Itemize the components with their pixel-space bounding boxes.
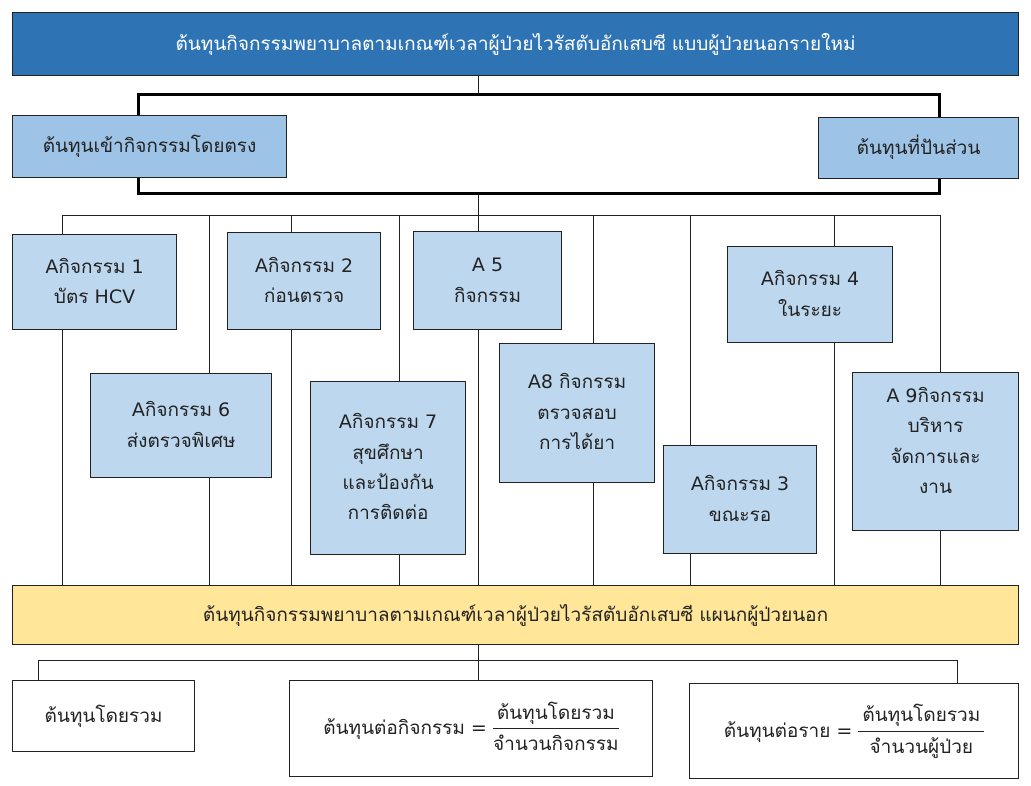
title-box: ต้นทุนกิจกรรมพยาบาลตามเกณฑ์เวลาผู้ป่วยไว… [12,12,1019,76]
denominator: จำนวนผู้ป่วย [869,735,973,758]
direct-cost-box: ต้นทุนเข้ากิจกรรมโดยตรง [12,115,287,178]
fraction: ต้นทุนโดยรวมจำนวนผู้ป่วย [858,700,985,762]
connector [478,195,479,215]
connector [38,660,39,680]
connector [478,660,479,680]
numerator: ต้นทุนโดยรวม [858,700,985,732]
connector [478,76,479,93]
connector [957,660,958,683]
connector [478,645,479,660]
formula-label: ต้นทุนต่อกิจกรรม = [323,717,487,740]
connector [834,215,835,585]
formula-label: ต้นทุนต่อราย = [723,719,853,742]
numerator: ต้นทุนโดยรวม [492,698,619,729]
connector [62,215,941,216]
denominator: จำนวนกิจกรรม [493,733,619,755]
total-cost-box: ต้นทุนโดยรวม [12,680,195,752]
connector [291,215,292,585]
allocated-cost-box: ต้นทุนที่ปันส่วน [818,117,1019,179]
connector [62,215,63,585]
activity-8-box: A8 กิจกรรมตรวจสอบการได้ยา [499,343,655,483]
cost-per-activity-box: ต้นทุนต่อกิจกรรม = ต้นทุนโดยรวมจำนวนกิจก… [289,680,653,777]
connector [38,660,958,661]
cost-per-patient-box: ต้นทุนต่อราย = ต้นทุนโดยรวมจำนวนผู้ป่วย [689,683,1019,779]
activity-9-box: A 9กิจกรรมบริหารจัดการและงาน [852,372,1019,531]
connector [478,215,479,585]
summary-box: ต้นทุนกิจกรรมพยาบาลตามเกณฑ์เวลาผู้ป่วยไว… [12,585,1019,645]
connector [690,215,691,585]
fraction: ต้นทุนโดยรวมจำนวนกิจกรรม [492,698,619,760]
